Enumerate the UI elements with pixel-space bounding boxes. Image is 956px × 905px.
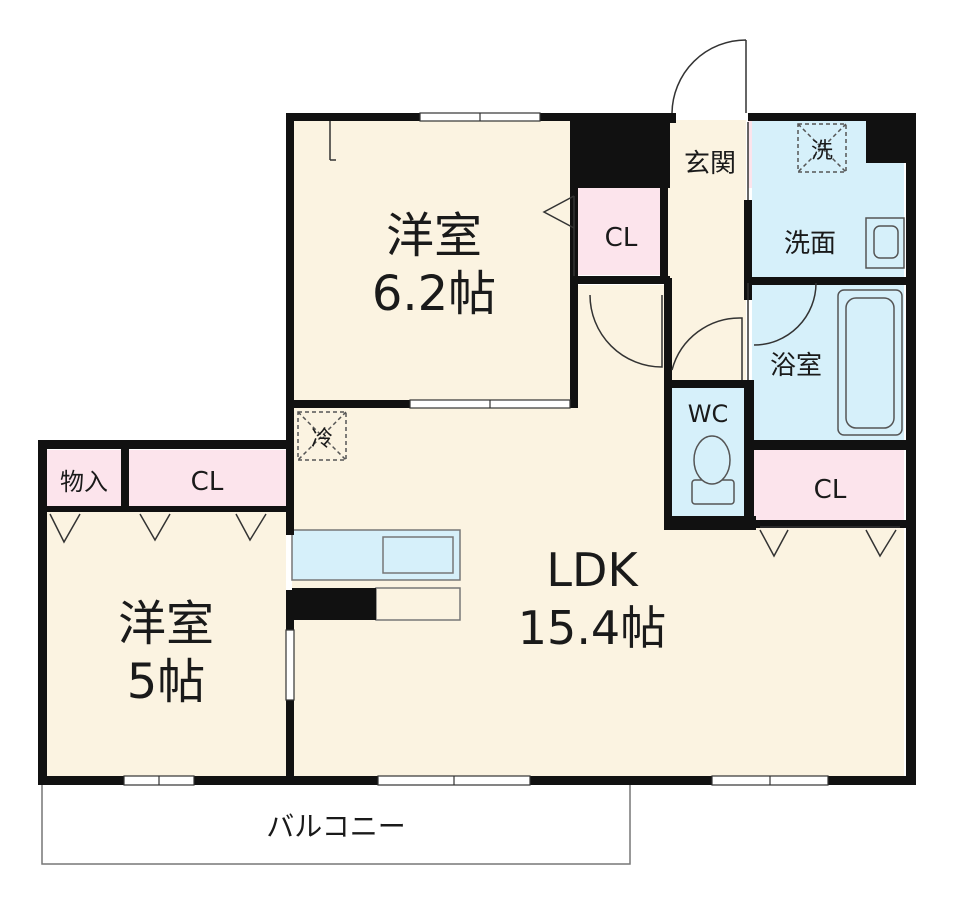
washer-label: 洗 [811, 139, 833, 164]
toilet-bowl-icon [693, 435, 731, 485]
closet-left-marker-1 [49, 513, 81, 544]
kitchen-sink-icon [382, 536, 454, 574]
closet-left-marker-3 [235, 513, 267, 542]
fridge-space [297, 411, 347, 461]
washroom-label: 洗面 [784, 229, 836, 259]
fridge-label: 冷 [311, 427, 333, 452]
wall-hall-left [664, 278, 672, 528]
fixtures [297, 123, 905, 505]
kitchen-column [292, 588, 376, 620]
wall-bottom-right [286, 776, 916, 785]
balcony-label: バルコニー [266, 810, 405, 843]
floor-ldk-upper [292, 403, 664, 528]
wall-closet-upper-right [660, 188, 668, 278]
wall-closet-left-bottom [46, 506, 292, 512]
wall-outer-left [38, 440, 47, 785]
wall-storage-divider [121, 449, 129, 511]
wall-bath-bottom [744, 440, 916, 450]
floor-closet-right [752, 450, 904, 522]
wall-closet-right-bottom [752, 520, 916, 528]
bath-door-swing [753, 282, 817, 346]
floor-closet-left [128, 450, 286, 508]
floor-storage [46, 450, 122, 508]
labels: 洋室 6.2帖 洋室 5帖 LDK 15.4帖 玄関 洗面 浴室 WC 物入 バ… [60, 139, 847, 843]
closet-right-label: CL [814, 475, 847, 505]
storage-label: 物入 [60, 468, 108, 496]
wall-left-lower [286, 440, 294, 535]
wall-left-upper [286, 113, 294, 453]
western5-size: 5帖 [127, 654, 206, 710]
western5-name: 洋室 [118, 596, 214, 652]
ldk-size: 15.4帖 [518, 601, 666, 655]
wall-left-bottom [286, 700, 294, 780]
western6-name: 洋室 [386, 208, 482, 264]
wall-wash-bath [744, 277, 916, 285]
entrance-label: 玄関 [684, 149, 736, 179]
wall-top-right [748, 113, 916, 121]
closet-left-marker-2 [139, 513, 171, 542]
wall-top-left [286, 113, 420, 121]
closet-right-marker-1 [759, 529, 789, 558]
wall-wc-right [744, 385, 754, 530]
floor-western-6 [292, 120, 574, 403]
floor-hall [664, 120, 746, 388]
closet-upper-label: CL [605, 223, 638, 253]
closet-right-marker-2 [865, 529, 897, 558]
closet-upper-marker [542, 195, 575, 229]
wall-wc-bottom [664, 516, 756, 530]
wall-hall-top [664, 380, 754, 388]
floor-western-5 [46, 510, 286, 776]
bathtub-icon [837, 289, 903, 436]
wall-entrance-top [668, 113, 676, 123]
closet-left-label: CL [191, 467, 224, 497]
window-ldk-side [285, 629, 295, 701]
western6-size: 6.2帖 [372, 266, 496, 322]
floor-closet-upper [578, 188, 664, 275]
wall-outer-top-left [38, 440, 294, 449]
balcony [41, 783, 631, 865]
kitchen-lower-cabinet [375, 587, 461, 621]
wall-left-mid [286, 590, 294, 630]
floor-ldk-corridor [578, 285, 664, 405]
windows [123, 112, 829, 786]
wc-door-swing [671, 317, 743, 380]
washer-space [797, 123, 847, 173]
bathroom-label: 浴室 [770, 351, 822, 381]
column-top [574, 113, 670, 188]
entrance-door-swing [671, 39, 747, 114]
doors [49, 39, 900, 558]
wc-label: WC [688, 400, 729, 428]
ldk-name: LDK [546, 543, 639, 597]
corridor-door-swing [589, 294, 663, 368]
wall-closet-upper-bottom [574, 276, 670, 284]
wall-wet-left [744, 200, 752, 300]
column-top-right [866, 113, 916, 163]
